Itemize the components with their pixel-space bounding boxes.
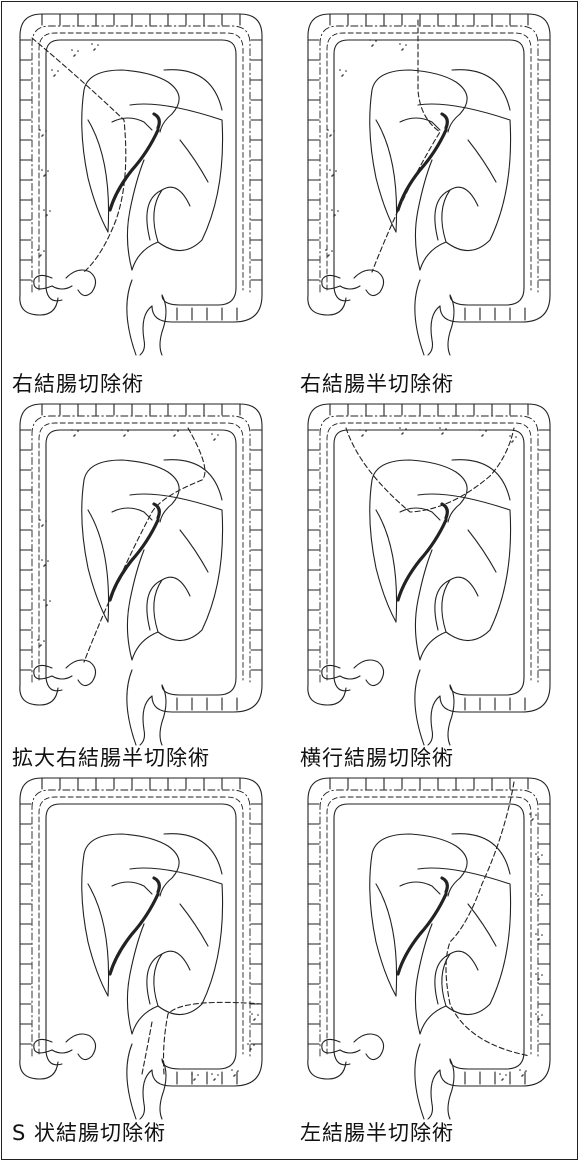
colon-diagram-transverse-colectomy xyxy=(300,400,565,745)
panel-extended-right-hemicolectomy: 拡大右結腸半切除術 xyxy=(12,400,277,795)
caption-sigmoid-colectomy: S 状結腸切除術 xyxy=(12,1117,166,1147)
panel-left-hemicolectomy: 左結腸半切除術 xyxy=(300,774,565,1159)
caption-right-hemicolectomy: 右結腸切除術 xyxy=(12,368,144,398)
caption-right-half-hemicolectomy: 右結腸半切除術 xyxy=(300,368,454,398)
colon-diagram-left-hemicolectomy xyxy=(300,774,565,1119)
colon-diagram-extended-right-hemicolectomy xyxy=(12,400,277,745)
panel-transverse-colectomy: 横行結腸切除術 xyxy=(300,400,565,795)
caption-left-hemicolectomy: 左結腸半切除術 xyxy=(300,1117,454,1147)
colon-diagram-right-half-hemicolectomy xyxy=(300,10,565,355)
panel-right-half-hemicolectomy: 右結腸半切除術 xyxy=(300,10,565,405)
caption-extended-right-hemicolectomy: 拡大右結腸半切除術 xyxy=(12,742,210,772)
panel-right-hemicolectomy: 右結腸切除術 xyxy=(12,10,277,405)
colon-diagram-right-hemicolectomy xyxy=(12,10,277,355)
panel-sigmoid-colectomy: S 状結腸切除術 xyxy=(12,774,277,1159)
colon-diagram-sigmoid-colectomy xyxy=(12,774,277,1119)
caption-transverse-colectomy: 横行結腸切除術 xyxy=(300,742,454,772)
